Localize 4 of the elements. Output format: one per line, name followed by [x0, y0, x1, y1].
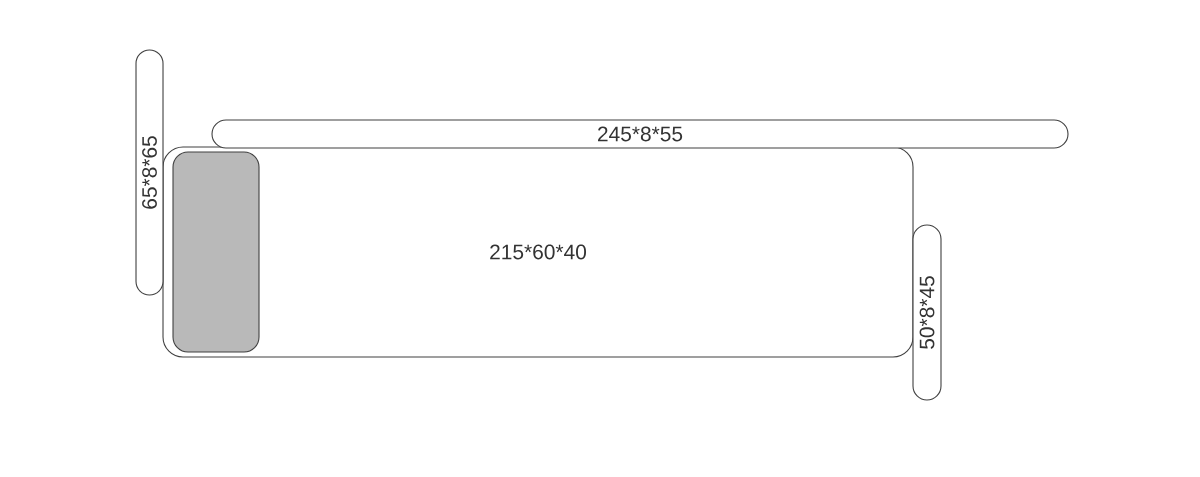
rounded-bar: 65*8*65 [135, 49, 164, 296]
cushion-block [172, 151, 260, 353]
rounded-bar: 50*8*45 [912, 224, 942, 401]
rounded-bar: 245*8*55 [211, 119, 1069, 149]
